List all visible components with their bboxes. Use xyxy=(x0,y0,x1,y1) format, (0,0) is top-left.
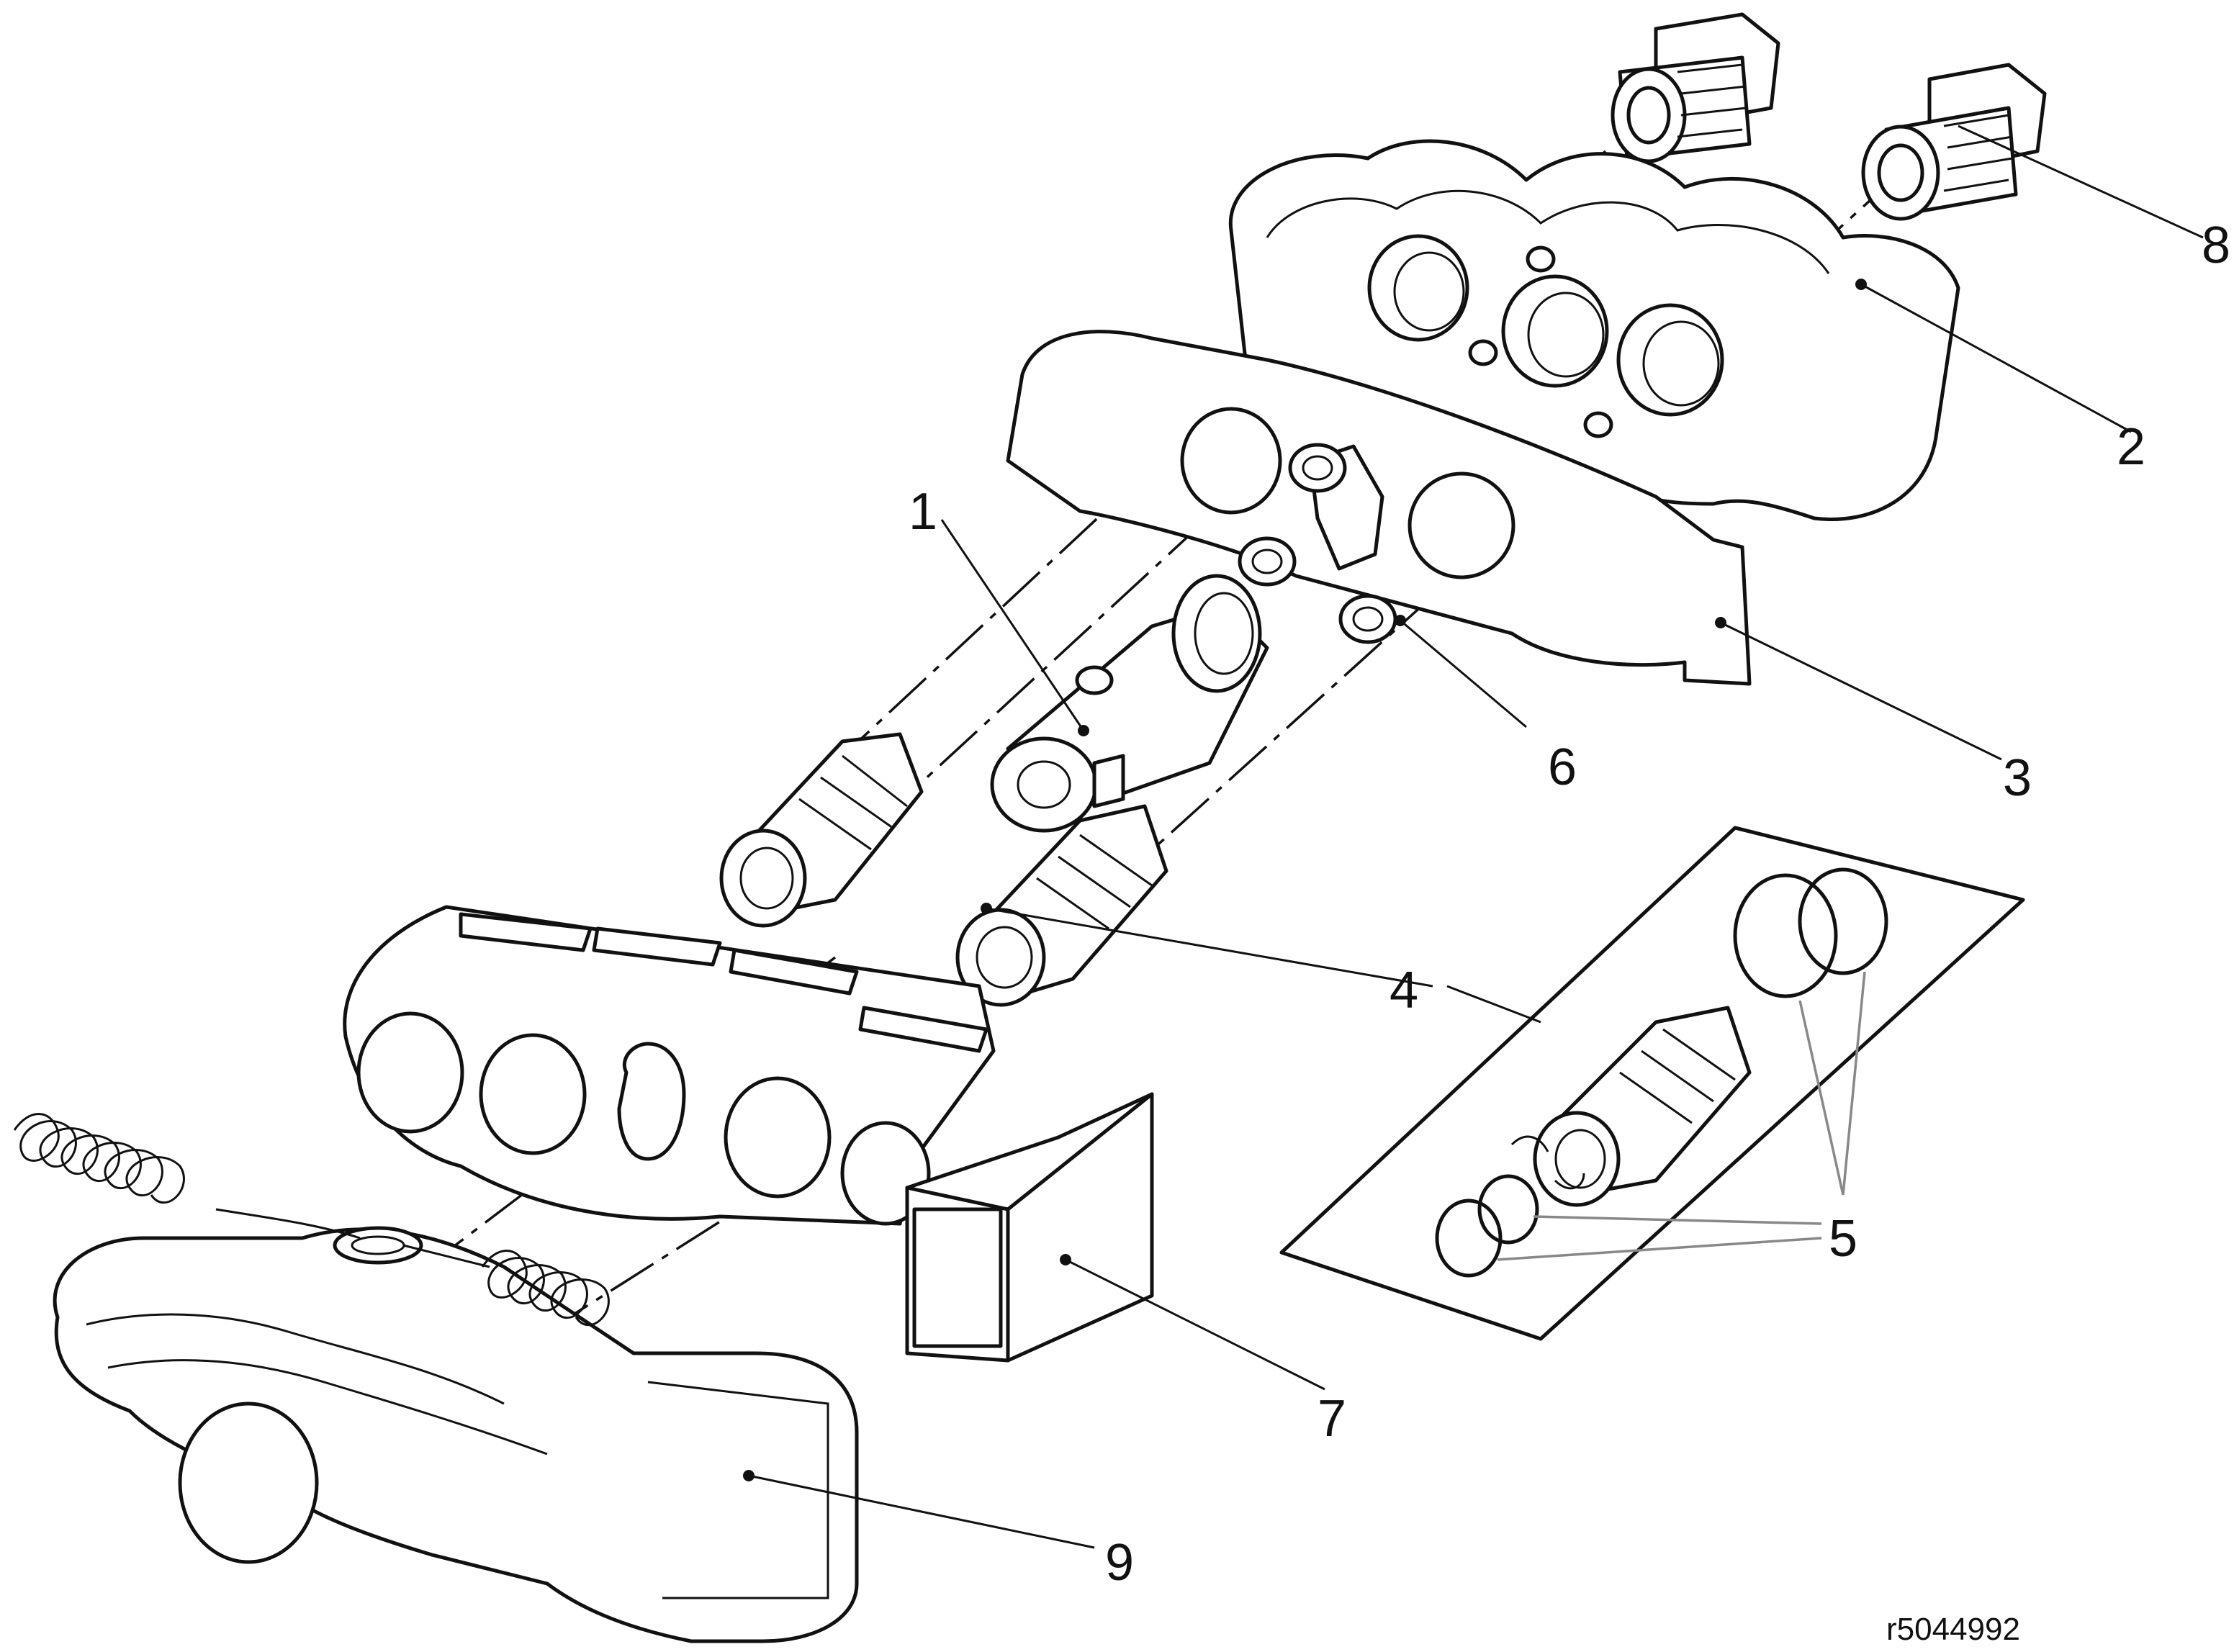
part-7-coupler-housing xyxy=(343,905,1154,1363)
reference-code: r5044992 xyxy=(1886,1612,2020,1647)
callout-1: 1 xyxy=(909,483,937,541)
callout-3: 3 xyxy=(2003,749,2032,807)
leader-lines xyxy=(748,125,2204,1549)
part-4-coupler-upper xyxy=(719,732,924,928)
callout-labels: 1 2 3 4 5 6 7 8 9 r5044992 xyxy=(909,217,2230,1647)
part-4-coupler-lower xyxy=(955,804,1168,1007)
callout-4: 4 xyxy=(1390,962,1418,1019)
callout-9: 9 xyxy=(1105,1534,1134,1592)
part-2-manifold-block xyxy=(1228,139,1960,521)
part-8-fitting-left xyxy=(1611,12,1780,163)
callout-7: 7 xyxy=(1318,1390,1346,1448)
callout-5: 5 xyxy=(1829,1210,1857,1268)
detail-inset-seals xyxy=(1279,826,2025,1341)
part-3-gasket-plate xyxy=(1006,330,1752,686)
callout-8: 8 xyxy=(2202,217,2230,274)
part-6-screws xyxy=(1238,443,1406,644)
callout-6: 6 xyxy=(1548,739,1577,796)
callout-2: 2 xyxy=(2117,418,2145,476)
part-1-valve-cylinder xyxy=(990,574,1269,833)
part-8-fitting-right xyxy=(1861,63,2047,221)
part-9-cover-with-cable xyxy=(13,1113,859,1643)
